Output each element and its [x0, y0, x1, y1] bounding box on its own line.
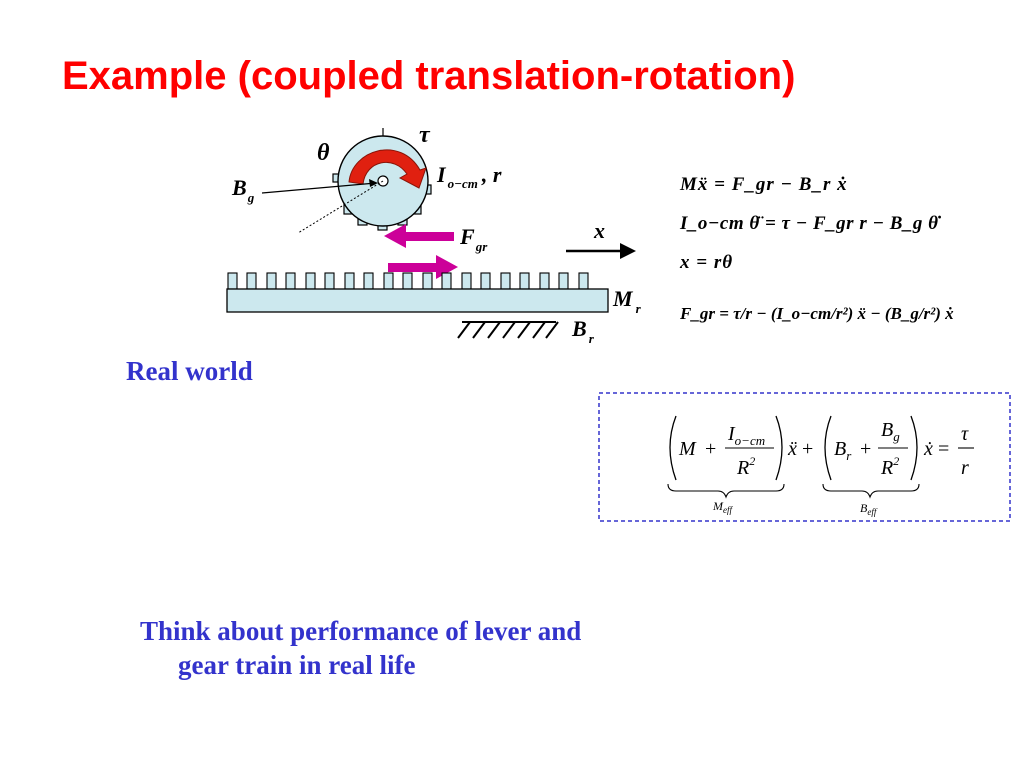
boxed-equation: M + Io−cm R2 ẍ + Br + Bg R2 ẋ = τ r — [667, 415, 974, 517]
beff-subscript: eff — [867, 507, 877, 517]
beff-symbol: B — [860, 501, 868, 515]
bg-pointer-line — [261, 182, 377, 194]
bg-subscript: g — [247, 190, 255, 205]
inertia-symbol: I — [436, 162, 447, 187]
paren-left-2 — [824, 415, 832, 481]
fgr-subscript: gr — [475, 239, 489, 254]
gear — [261, 128, 432, 234]
equation-1: Mẍ = F_gr − B_r ẋ — [679, 174, 848, 195]
meff-symbol: M — [712, 499, 724, 513]
fgr-label: Fgr — [459, 224, 488, 254]
rack — [226, 272, 609, 313]
r-denominator: r — [961, 457, 969, 479]
tau-label: τ — [419, 122, 431, 148]
slide-title: Example (coupled translation-rotation) — [62, 54, 796, 98]
inertia-num-symbol: I — [727, 423, 736, 445]
underbrace-meff — [667, 483, 785, 499]
inertia-numerator: Io−cm — [727, 423, 765, 448]
equation-2: I_o−cm θ̈ = τ − F_gr r − B_g θ̇ — [679, 213, 941, 234]
rack-teeth — [227, 272, 589, 290]
denominator-1-power: 2 — [749, 454, 755, 468]
br-term: Br — [834, 438, 852, 463]
br-term-symbol: B — [834, 438, 846, 460]
rack-body — [226, 288, 609, 313]
bg-symbol: B — [231, 175, 247, 200]
br-subscript: r — [589, 331, 595, 346]
paren-left-1 — [669, 415, 677, 481]
fgr-symbol: F — [459, 224, 475, 249]
torque-arrow — [348, 149, 427, 189]
denominator-1-symbol: R — [736, 457, 749, 479]
think-note-line-1: Think about performance of lever and — [140, 616, 582, 646]
mr-symbol: M — [612, 286, 634, 311]
plus-1: + — [705, 438, 716, 460]
x-label: x — [593, 218, 605, 243]
theta-label: θ — [317, 140, 330, 166]
meff-label: Meff — [712, 499, 733, 515]
eff-mass-symbol: M — [678, 438, 697, 460]
radius-dotted-line — [297, 180, 384, 234]
denominator-2-power: 2 — [893, 454, 899, 468]
denominator-2: R2 — [880, 454, 899, 479]
br-symbol: B — [571, 316, 587, 341]
plus-2: + — [802, 438, 813, 460]
bg-num-subscript: g — [893, 429, 900, 444]
underbrace-beff — [822, 483, 920, 499]
tau-numerator: τ — [961, 423, 969, 445]
inertia-subscript: o−cm — [448, 176, 478, 191]
inertia-num-subscript: o−cm — [735, 433, 765, 448]
xdot-term: ẋ — [923, 438, 933, 460]
equation-4: F_gr = τ/r − (I_o−cm/r²) ẍ − (B_g/r²) ẋ — [679, 304, 954, 323]
equation-3: x = rθ — [679, 252, 733, 273]
denominator-1: R2 — [736, 454, 755, 479]
bg-label: Bg — [231, 175, 255, 205]
meff-subscript: eff — [723, 505, 733, 515]
think-note: Think about performance of lever and gea… — [140, 614, 581, 682]
equals-sign: = — [938, 438, 949, 460]
real-world-heading: Real world — [126, 356, 253, 386]
bg-num-symbol: B — [881, 419, 893, 441]
bg-pointer-head — [369, 179, 378, 187]
plus-3: + — [860, 438, 871, 460]
radius-symbol: , r — [481, 162, 502, 187]
think-note-line-2: gear train in real life — [178, 650, 416, 680]
paren-right-2 — [910, 415, 918, 481]
ground-hatch — [457, 321, 559, 339]
xddot-term: ẍ — [787, 438, 797, 460]
x-direction-arrow — [566, 243, 636, 259]
beff-label: Beff — [860, 501, 878, 517]
paren-right-1 — [775, 415, 783, 481]
denominator-2-symbol: R — [880, 457, 893, 479]
boxed-equation-border — [598, 392, 1011, 522]
br-term-subscript: r — [846, 448, 852, 463]
mr-subscript: r — [636, 301, 642, 316]
force-arrow-left — [384, 224, 454, 248]
bg-numerator: Bg — [881, 419, 900, 444]
